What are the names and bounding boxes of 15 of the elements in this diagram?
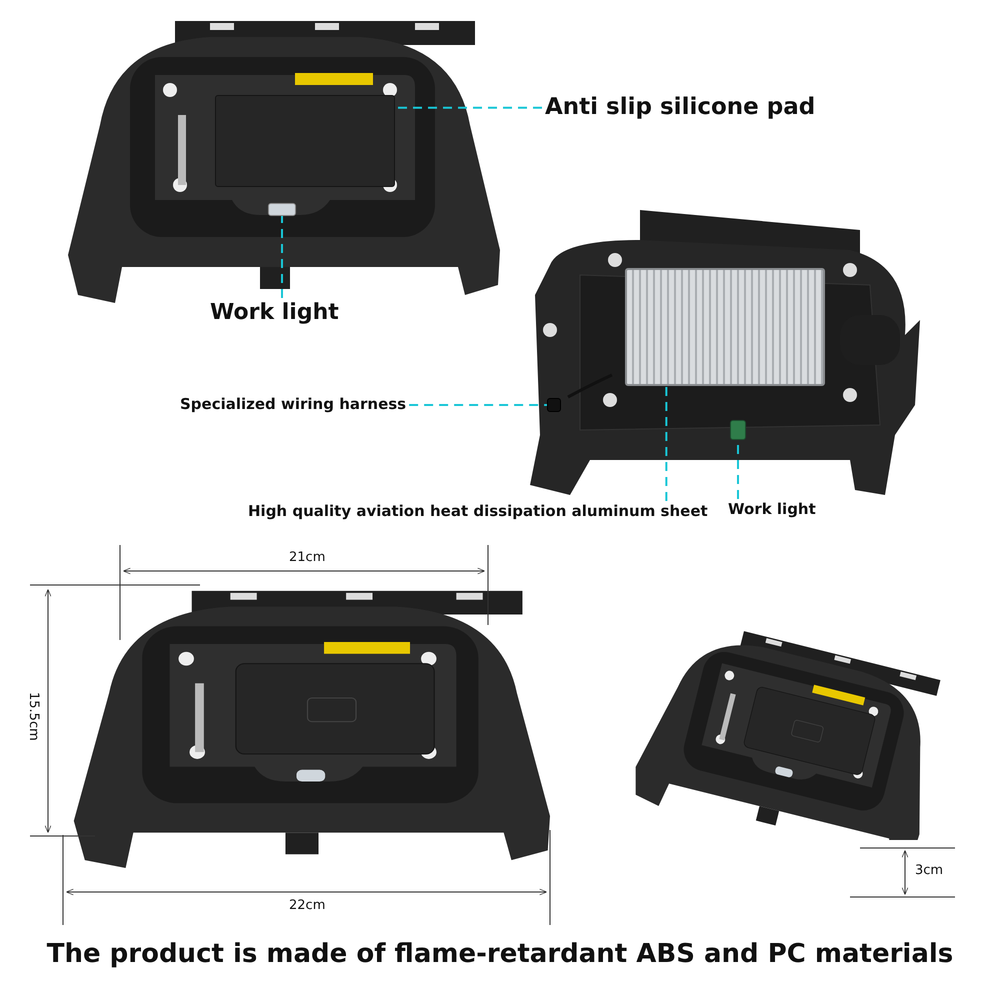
leader-line [665,386,668,501]
leader-line [409,404,547,406]
work-light [268,203,296,216]
callout-label: Specialized wiring harness [180,396,406,414]
heat-sink [625,268,825,386]
leader-line [395,106,542,109]
callout-label: Anti slip silicone pad [545,94,816,120]
callout-label: Work light [210,300,339,326]
charging-pad [215,95,395,187]
callout-label: Work light [728,501,816,518]
caption: The product is made of flame-retardant ABS and PC materials [46,940,954,970]
callout-label: High quality aviation heat dissipation aluminum sheet [248,503,708,520]
work-light [730,420,746,440]
leader-line [281,216,283,298]
wiring-harness [547,398,561,412]
